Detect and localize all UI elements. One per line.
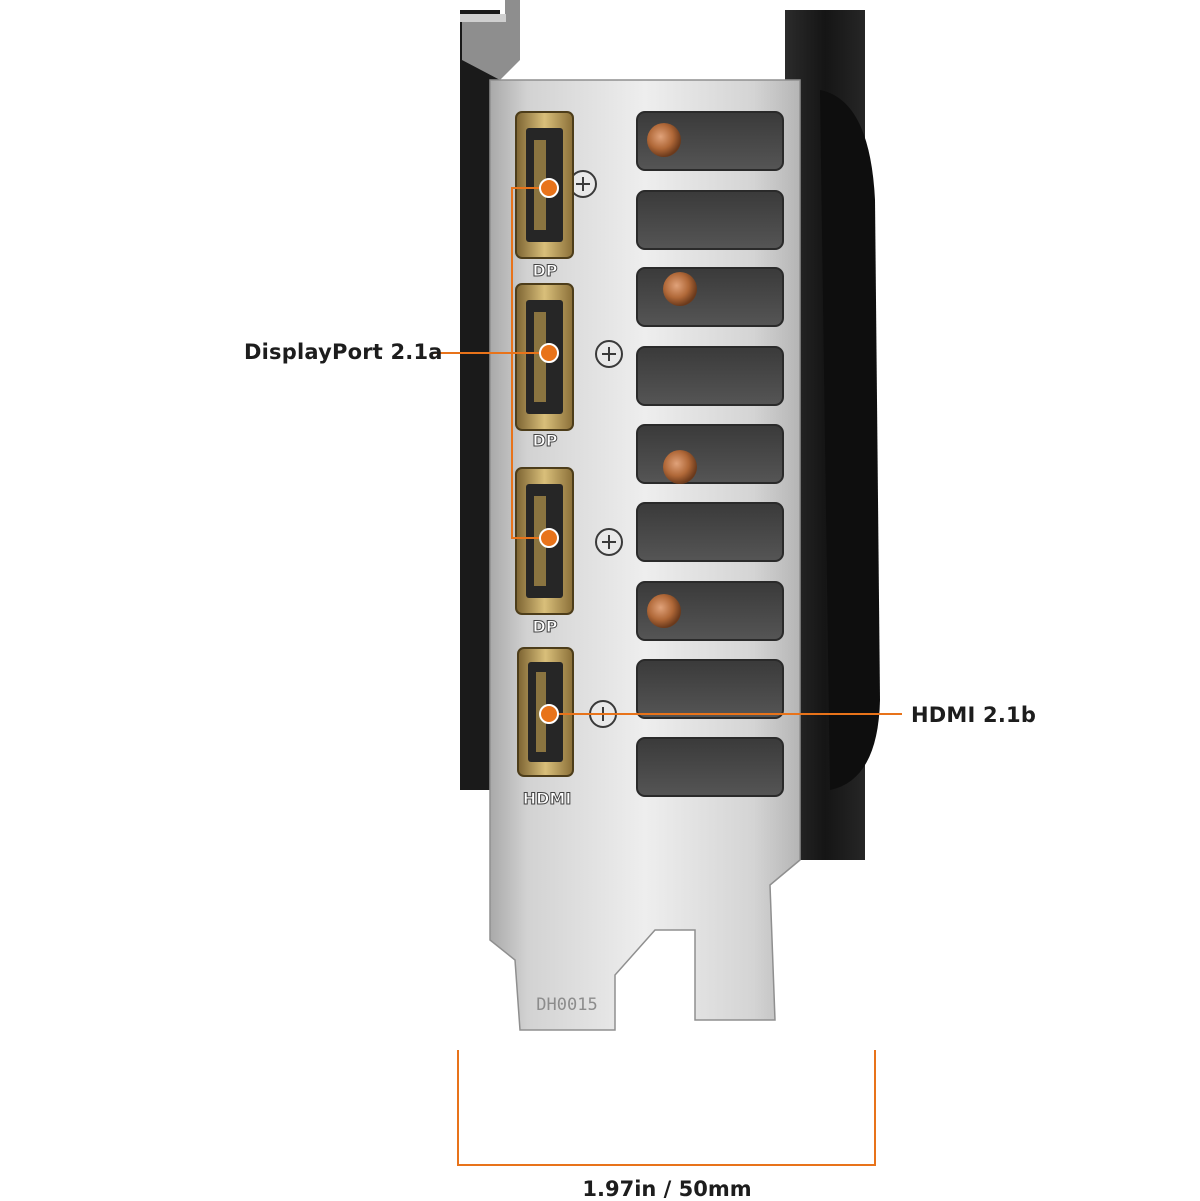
displayport-callout-lines [432, 187, 549, 539]
hdmi-callout-dot [539, 704, 559, 724]
copper-heatpipe-ends [647, 123, 697, 628]
screw-icons [569, 170, 623, 728]
vent-slots [636, 111, 784, 797]
dp-label-1: DP [532, 261, 557, 280]
hdmi-port-label: HDMI [523, 789, 572, 808]
bracket-top-tab [460, 0, 520, 80]
displayport-callout-label: DisplayPort 2.1a [244, 340, 443, 364]
hdmi-callout-label: HDMI 2.1b [911, 703, 1037, 727]
width-dimension-bracket [457, 1050, 876, 1166]
dp-label-3: DP [532, 617, 557, 636]
bracket-code: DH0015 [536, 995, 597, 1015]
dp-label-2: DP [532, 431, 557, 450]
displayport-callout-dots [539, 178, 559, 548]
width-dimension-label: 1.97in / 50mm [582, 1177, 752, 1201]
